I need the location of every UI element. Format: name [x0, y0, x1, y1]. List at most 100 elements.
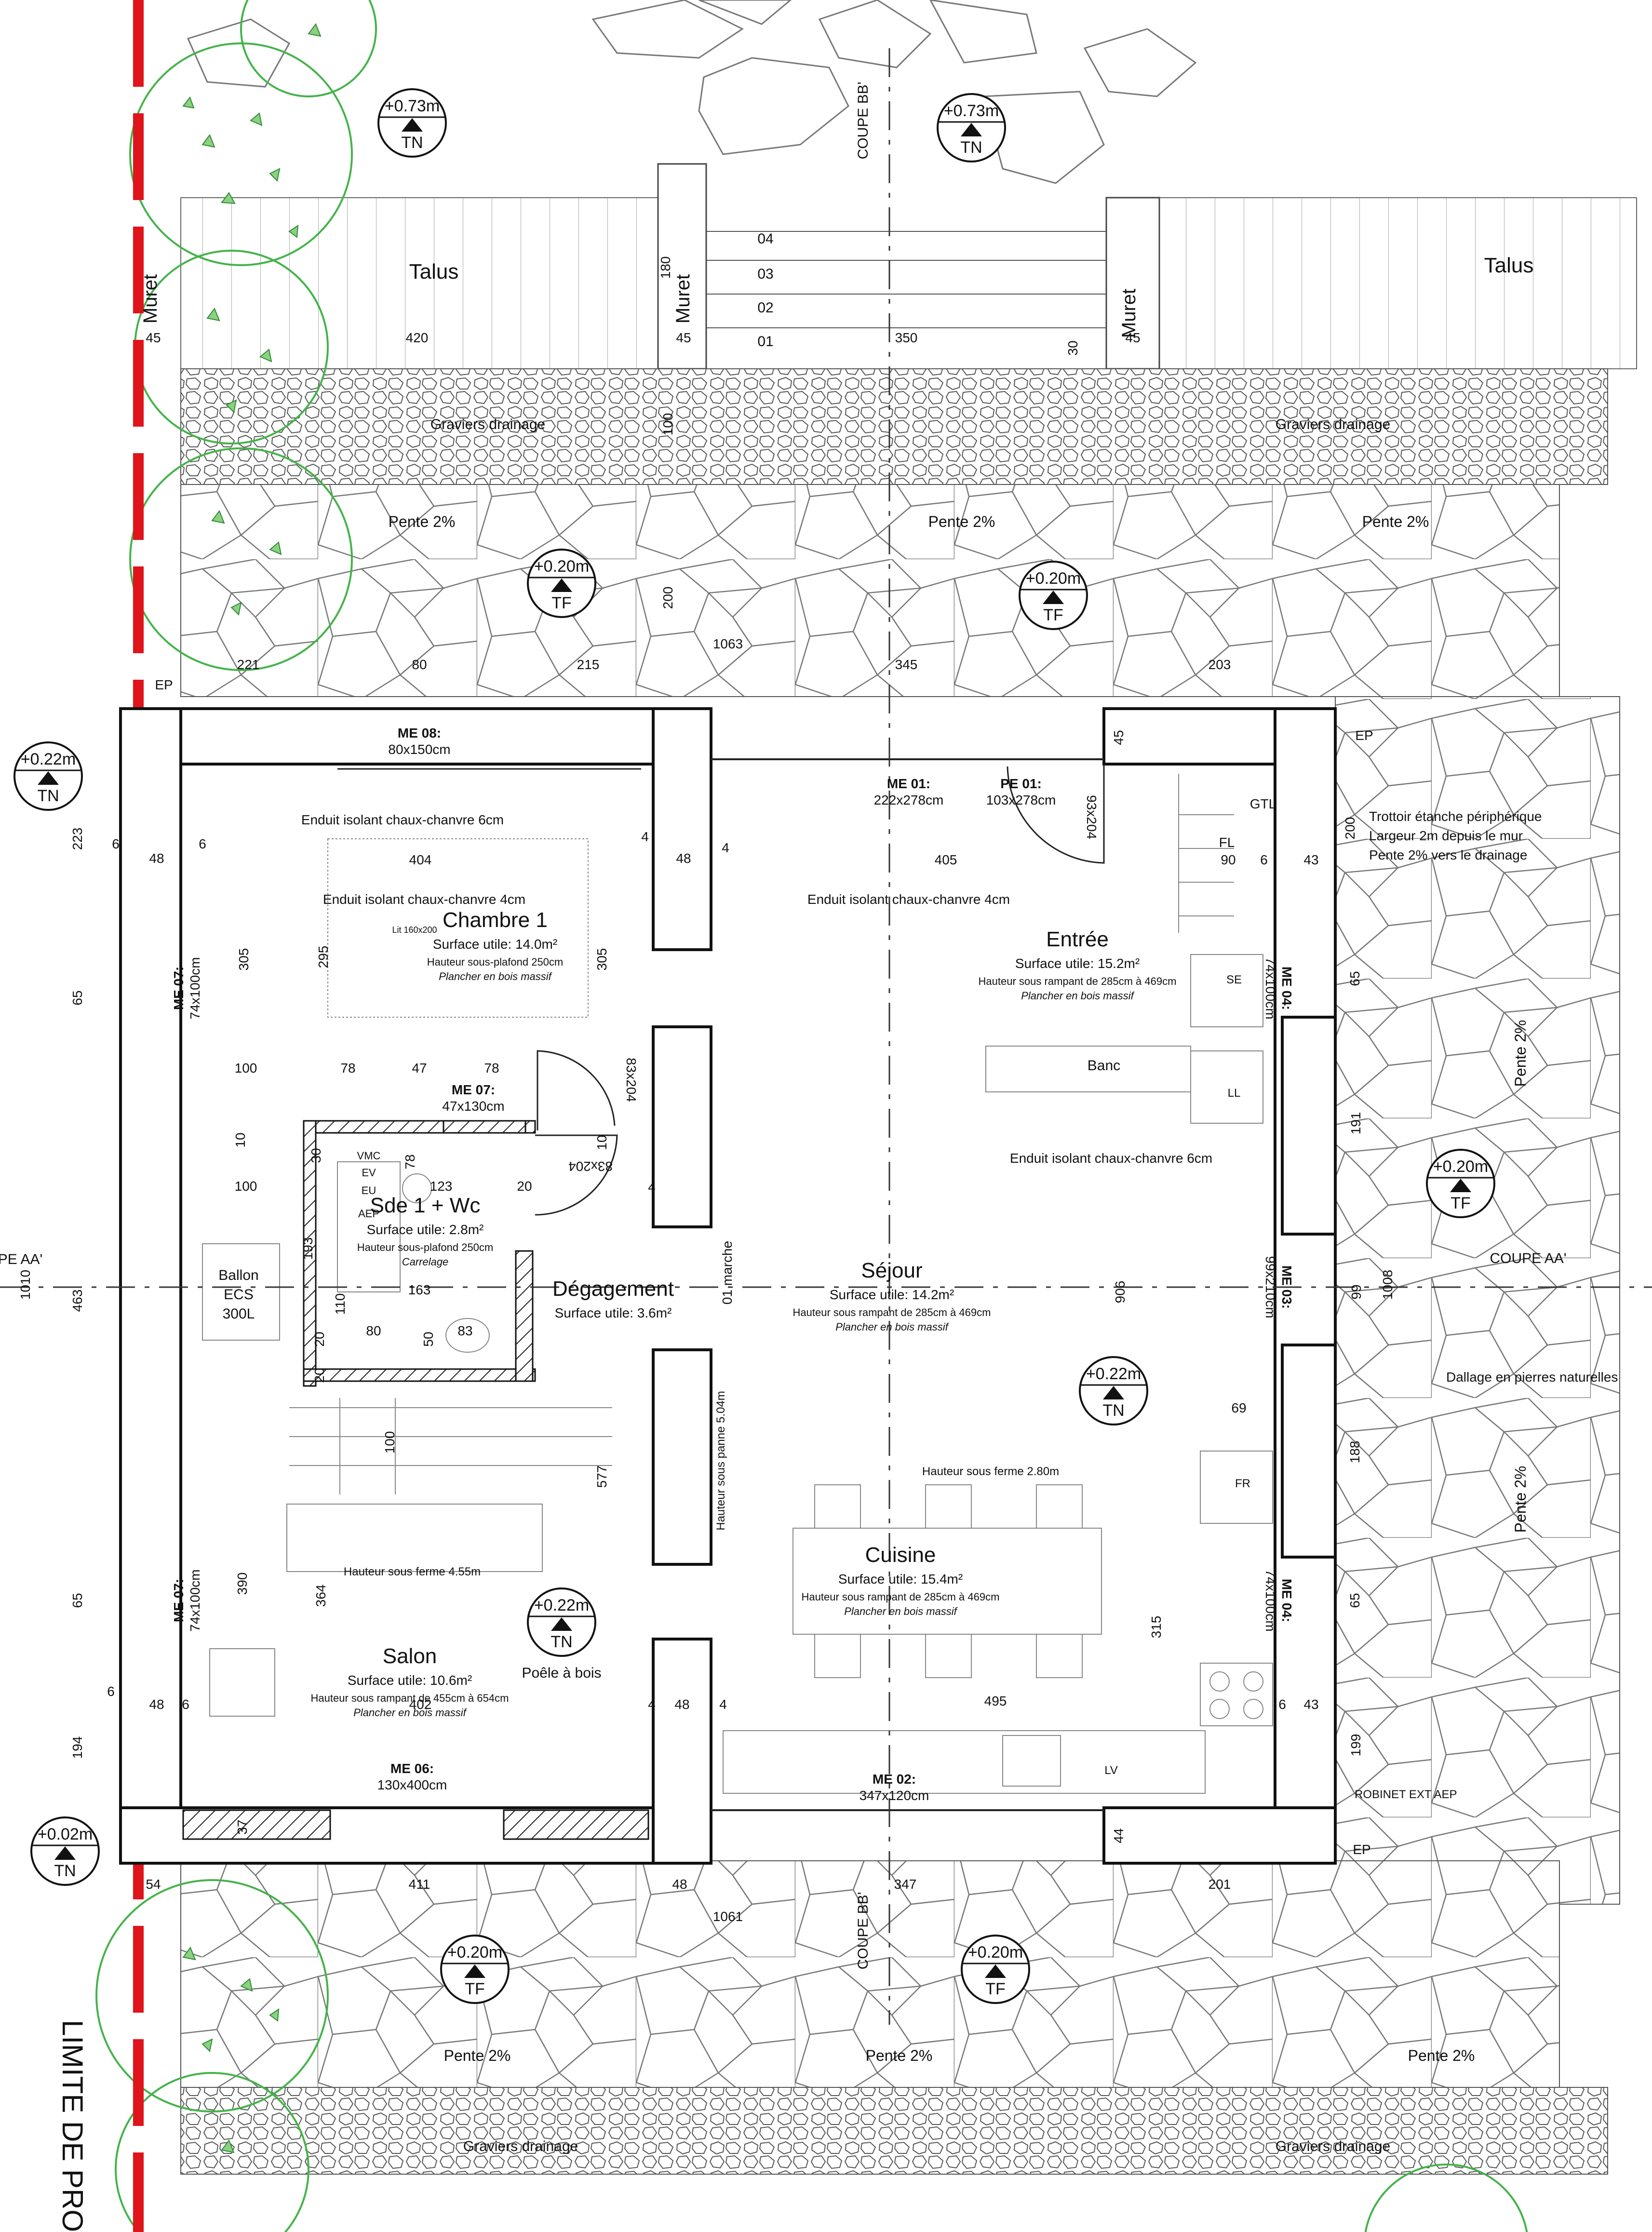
burner-icon — [1209, 1671, 1230, 1692]
annotation-label: Largeur 2m depuis le mur — [1369, 828, 1523, 843]
dimension-label: 93x204 — [1084, 795, 1099, 839]
annotation-label: EP — [1353, 1842, 1370, 1857]
tree-icon — [1364, 2164, 1528, 2232]
dimension-label: 69 — [1231, 1400, 1246, 1415]
entry-door — [1007, 764, 1105, 864]
annotation-label: Hauteur sous panne 5.04m — [714, 1391, 727, 1531]
tree-icon — [240, 0, 377, 97]
opening-size: 347x120cm — [860, 1788, 929, 1803]
dimension-label: 223 — [70, 828, 85, 850]
annotation-label: EP — [155, 677, 173, 692]
chair — [1036, 1634, 1083, 1678]
dimension-label: 37 — [235, 1819, 250, 1834]
dimension-label: 43 — [1303, 852, 1318, 867]
wall-east-2 — [1281, 1016, 1337, 1236]
room-name: Chambre 1 — [443, 908, 548, 932]
fridge — [1200, 1451, 1273, 1524]
annotation-label: SE — [1226, 973, 1242, 986]
annotation-label: Muret — [672, 274, 694, 323]
room-height: Hauteur sous rampant de 285cm à 469cm — [802, 1591, 1000, 1603]
dimension-label: 345 — [895, 657, 918, 672]
opening-label: ME 07:74x100cm — [171, 1569, 202, 1631]
opening-size: 80x150cm — [388, 742, 450, 757]
annotation-label: Pente 2% — [928, 513, 995, 530]
dimension-label: 48 — [674, 1697, 689, 1712]
dimension-label: 6 — [1278, 1697, 1286, 1712]
level-triangle-icon — [1103, 1386, 1124, 1399]
dimension-label: 100 — [660, 413, 675, 436]
dimension-label: 6 — [199, 836, 206, 851]
dimension-label: 4 — [648, 1180, 656, 1195]
dimension-label: 30 — [1065, 340, 1080, 355]
dimension-label: 65 — [70, 1593, 85, 1608]
opening-size: 47x130cm — [442, 1099, 504, 1114]
level-value: +0.20m — [534, 557, 589, 576]
level-code: TF — [1451, 1194, 1471, 1212]
opening-id: ME 04: — [1279, 967, 1294, 1010]
tree-icon — [115, 2072, 309, 2232]
annotation-label: GTL — [1250, 796, 1276, 811]
chair — [814, 1634, 861, 1678]
dimension-label: 463 — [70, 1290, 85, 1312]
opening-label: ME 06:130x400cm — [377, 1761, 447, 1792]
burner-icon — [1243, 1671, 1263, 1692]
level-code: TN — [960, 138, 982, 157]
dimension-label: 83 — [457, 1323, 472, 1338]
embankment-right — [1159, 197, 1637, 369]
room-area: Surface utile: 15.2m² — [1015, 956, 1140, 971]
annotation-label: Hauteur sous ferme 4.55m — [344, 1565, 481, 1578]
level-code: TF — [551, 594, 572, 612]
level-code: TF — [1043, 606, 1063, 624]
annotation-label: COUPE AA' — [1490, 1250, 1566, 1266]
annotation-label: COUPE BB' — [855, 1892, 871, 1970]
level-code: TN — [401, 134, 423, 152]
level-code: TF — [985, 1980, 1006, 1998]
room-area: Surface utile: 14.0m² — [433, 937, 557, 952]
level-code: TN — [54, 1862, 76, 1880]
wall-south-right — [1102, 1806, 1337, 1865]
room-floor: Plancher en bois massif — [844, 1605, 958, 1617]
dimension-label: 411 — [409, 1877, 430, 1892]
annotation-label: Talus — [1484, 254, 1534, 277]
level-triangle-icon — [551, 1617, 572, 1631]
annotation-label: Hauteur sous ferme 2.80m — [922, 1465, 1059, 1478]
dimension-label: 6 — [1260, 852, 1268, 867]
dimension-label: 1061 — [713, 1909, 743, 1924]
furniture — [202, 774, 1273, 1794]
dimension-label: 199 — [1348, 1734, 1363, 1757]
opening-label: ME 02:347x120cm — [860, 1772, 929, 1803]
dimension-label: 20 — [312, 1368, 327, 1383]
room-height: Hauteur sous rampant de 285cm à 469cm — [979, 975, 1177, 987]
annotation-label: Enduit isolant chaux-chanvre 4cm — [807, 892, 1010, 907]
dimension-label: 78 — [340, 1061, 355, 1076]
dimension-label: 45 — [1111, 730, 1126, 745]
opening-id: ME 04: — [1279, 1579, 1294, 1622]
dimension-label: 45 — [1125, 330, 1140, 345]
chair — [814, 1484, 861, 1529]
annotation-label: Lit 160x200 — [392, 925, 437, 935]
entry-stair — [1178, 774, 1234, 933]
wall-east-3 — [1281, 1344, 1337, 1559]
opening-id: ME 03: — [1279, 1265, 1294, 1309]
axes — [0, 48, 1652, 2025]
wall-center-1 — [652, 707, 712, 951]
dimension-label: 80 — [412, 657, 427, 672]
opening-label: ME 07:47x130cm — [442, 1082, 504, 1114]
dimension-label: 4 — [719, 1697, 727, 1712]
burner-icon — [1243, 1699, 1263, 1719]
opening-label: ME 03:99x210cm — [1263, 1256, 1294, 1318]
dimension-label: 48 — [149, 851, 164, 866]
annotation-label: 01 — [757, 334, 773, 350]
annotation-label: Trottoir étanche périphérique — [1369, 809, 1542, 824]
opening-id: ME 07: — [171, 967, 186, 1010]
room-height: Hauteur sous rampant de 455cm à 654cm — [311, 1692, 509, 1704]
annotation-label: EU — [362, 1184, 376, 1197]
